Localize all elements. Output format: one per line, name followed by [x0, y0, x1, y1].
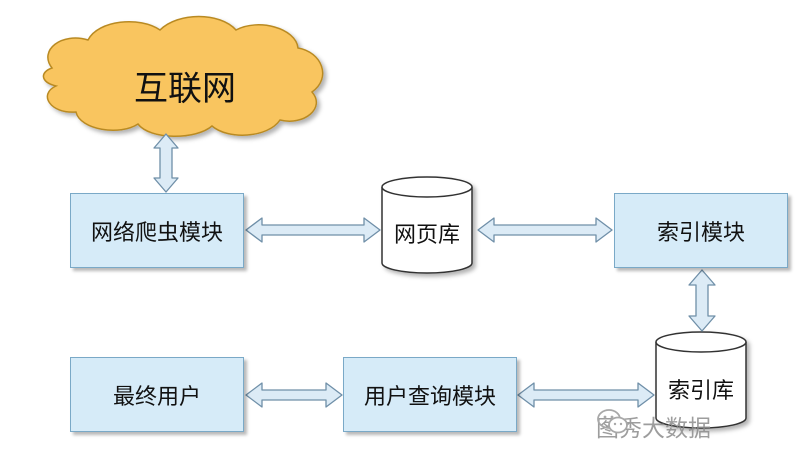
crawler-module-box: 网络爬虫模块	[70, 193, 244, 268]
arrow-end-user-query-module	[245, 382, 343, 408]
wechat-icon	[597, 409, 628, 434]
watermark: 图秀大数据	[596, 408, 786, 444]
index-module-box: 索引模块	[614, 193, 788, 268]
index-db-cylinder	[655, 331, 747, 429]
end-user-box: 最终用户	[70, 357, 244, 432]
webpage-db-cylinder	[381, 176, 473, 274]
internet-cloud	[42, 15, 324, 137]
query-module-label: 用户查询模块	[363, 384, 496, 410]
index-db-label: 索引库	[667, 379, 734, 404]
query-module-box: 用户查询模块	[343, 357, 517, 432]
index-module-label: 索引模块	[656, 220, 745, 246]
internet-label: 互联网	[134, 68, 236, 109]
end-user-label: 最终用户	[112, 384, 201, 410]
webpage-db-label: 网页库	[393, 223, 460, 248]
arrow-webpage-db-index-module	[477, 217, 613, 243]
arrow-internet-crawler	[153, 133, 179, 193]
crawler-module-label: 网络爬虫模块	[90, 220, 223, 246]
arrow-crawler-webpage-db	[245, 217, 381, 243]
arrow-query-module-index-db	[517, 382, 655, 408]
arrow-index-module-index-db	[688, 269, 716, 332]
